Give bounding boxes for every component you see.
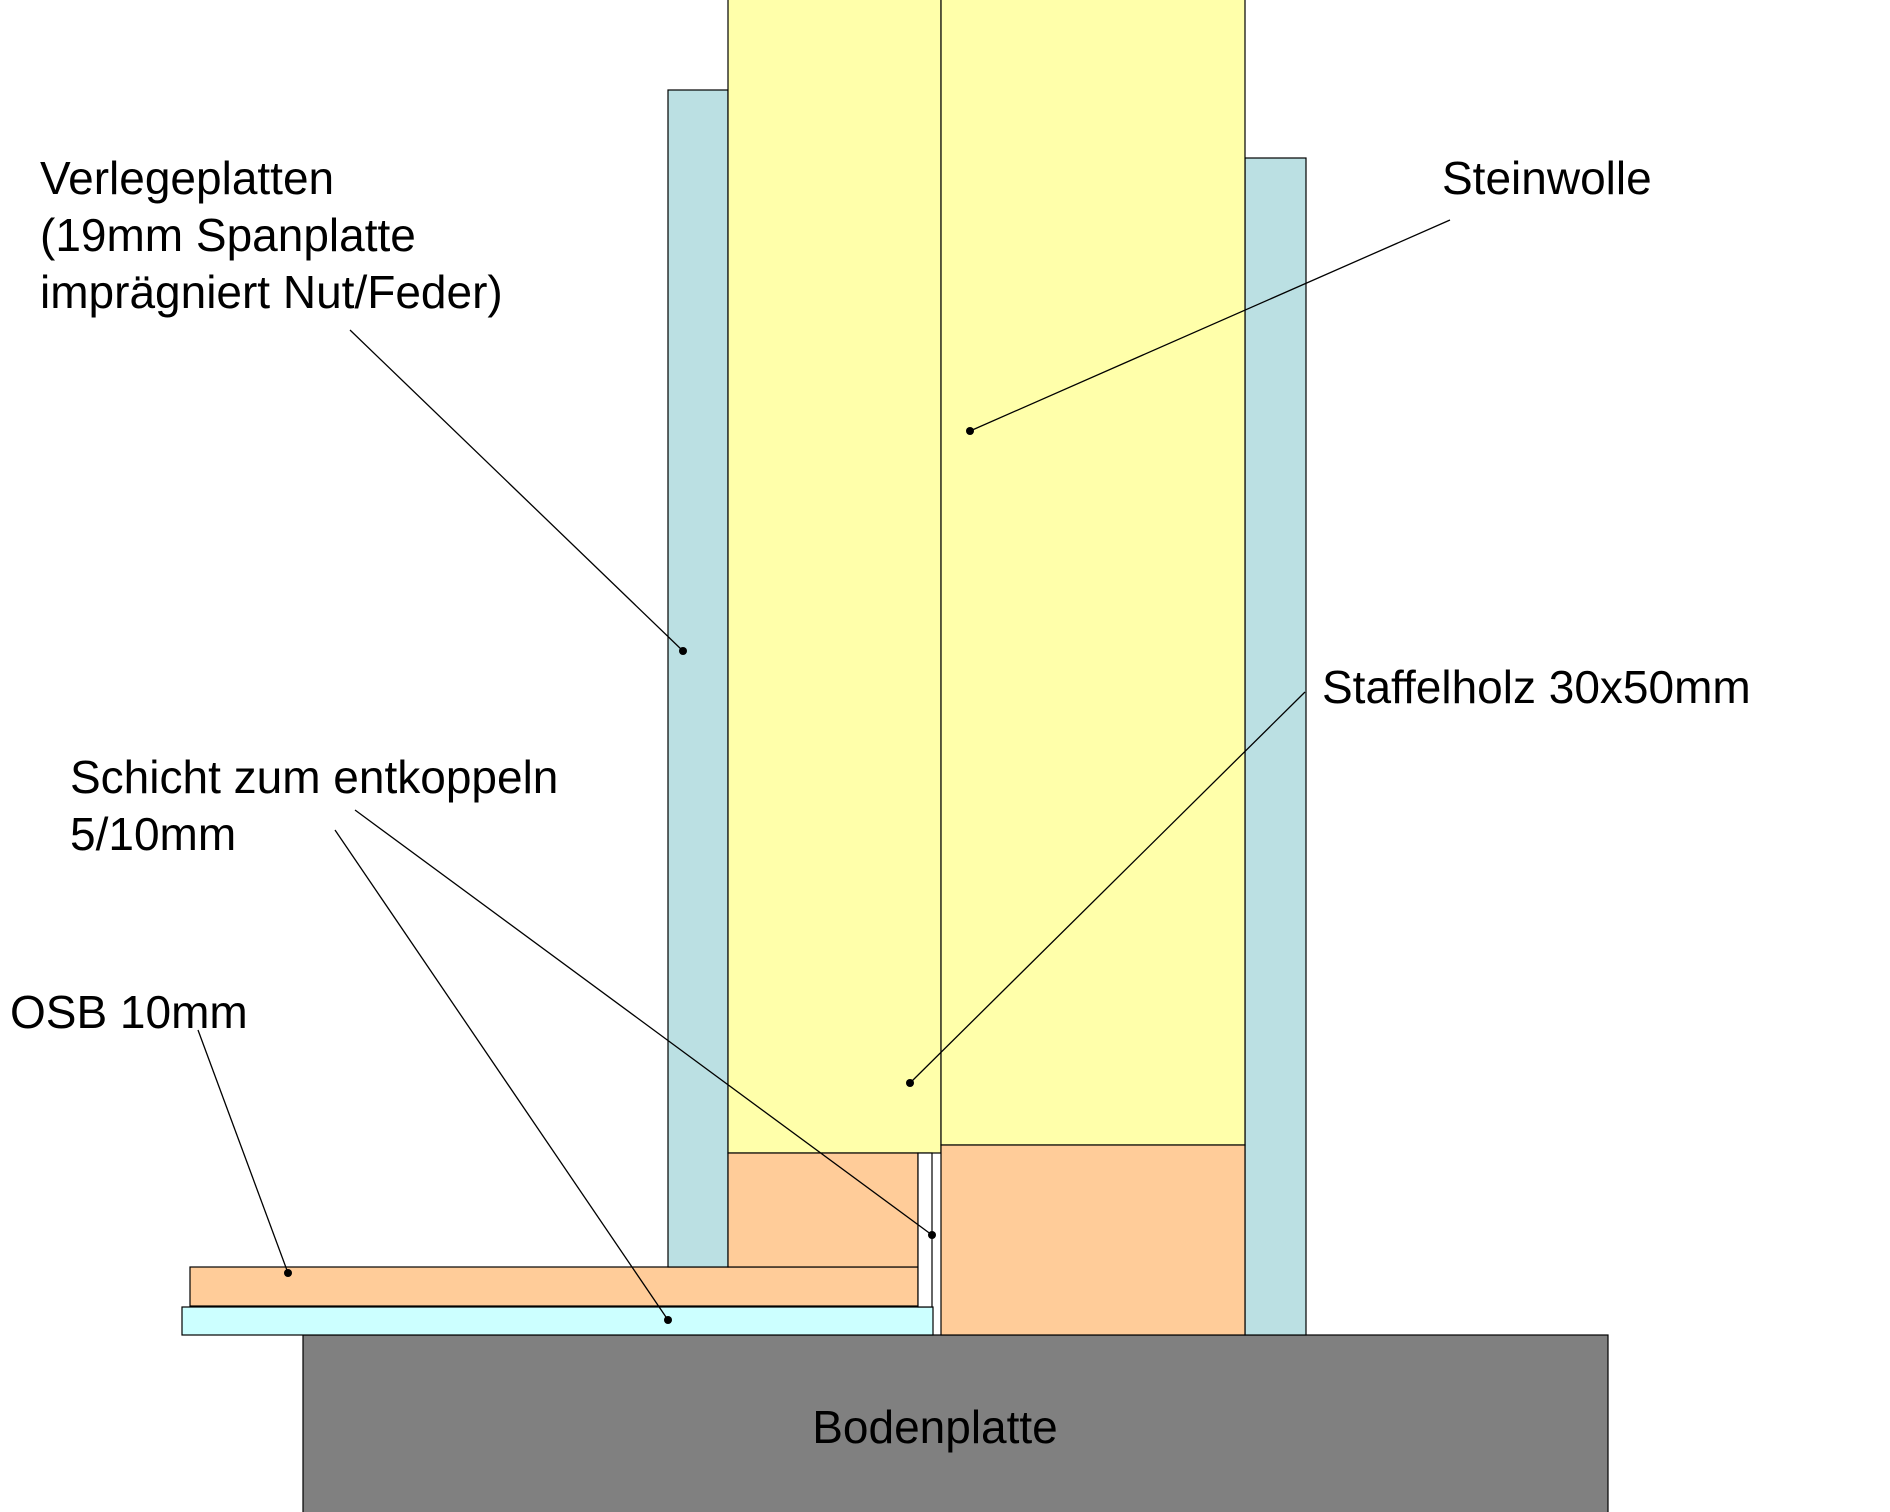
schicht-leader-dot-1: [664, 1316, 672, 1324]
decoupling-layer: [181, 1306, 934, 1336]
osb-board: [189, 1266, 919, 1307]
staffelholz-leader-dot: [906, 1079, 914, 1087]
osb-leader-line: [197, 1029, 289, 1274]
schicht-label-line-1: Schicht zum entkoppeln: [70, 751, 558, 803]
schicht-leader-line-2: [354, 809, 933, 1236]
bodenplatte-slab: [302, 1334, 1609, 1512]
osb-label: OSB 10mm: [10, 986, 248, 1038]
left-staffelholz-batten: [727, 1152, 919, 1268]
schicht-leader-line-1: [334, 829, 669, 1321]
left-steinwolle-column: [727, 0, 942, 1154]
osb-leader-dot: [284, 1269, 292, 1277]
right-steinwolle-column: [940, 0, 1246, 1146]
verlegeplatten-label-line-3: imprägniert Nut/Feder): [40, 266, 503, 318]
steinwolle-leader-dot: [966, 427, 974, 435]
verlegeplatten-label-line-2: (19mm Spanplatte: [40, 209, 416, 261]
verlegeplatten-leader-dot: [679, 647, 687, 655]
staffelholz-leader-line: [909, 691, 1306, 1084]
verlegeplatten-label-line-1: Verlegeplatten: [40, 152, 334, 204]
right-verlegeplatte-panel: [1244, 157, 1307, 1336]
right-staffelholz-batten: [940, 1144, 1246, 1336]
verlegeplatten-leader-line: [349, 329, 684, 652]
staffelholz-label: Staffelholz 30x50mm: [1322, 661, 1751, 713]
bodenplatte-label: Bodenplatte: [812, 1401, 1058, 1453]
schicht-leader-dot-2: [928, 1231, 936, 1239]
steinwolle-leader-line: [969, 219, 1451, 432]
left-verlegeplatte-panel: [667, 89, 729, 1268]
schicht-label-line-2: 5/10mm: [70, 808, 236, 860]
steinwolle-label: Steinwolle: [1442, 152, 1652, 204]
